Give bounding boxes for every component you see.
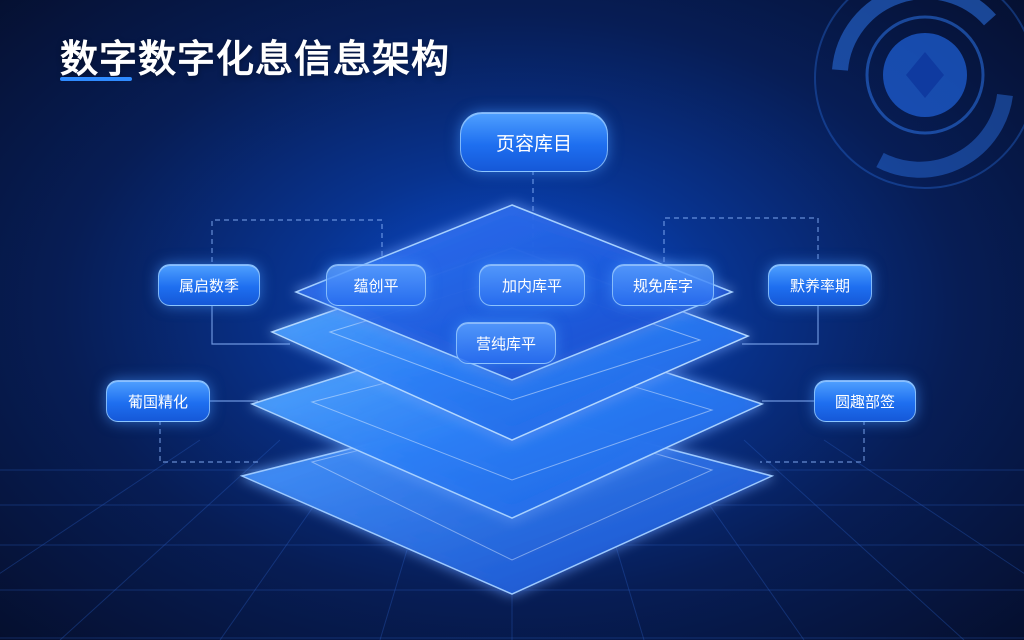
layer-node-2: 加内库平 [479, 264, 585, 306]
top-node: 页容库目 [460, 112, 608, 172]
layer-node-4: 营纯库平 [456, 322, 556, 364]
layer-node-3: 规免库字 [612, 264, 714, 306]
circular-dial-icon [814, 0, 1024, 189]
right-node-2: 圆趣部签 [814, 380, 916, 422]
solid-connectors [208, 305, 819, 402]
left-node-2: 葡国精化 [106, 380, 210, 422]
right-node-1: 默养率期 [768, 264, 872, 306]
layer-node-1: 蕴创平 [326, 264, 426, 306]
title-underline [60, 77, 132, 81]
left-node-1: 属启数季 [158, 264, 260, 306]
page-title: 数字数字化息信息架构 [60, 37, 451, 81]
